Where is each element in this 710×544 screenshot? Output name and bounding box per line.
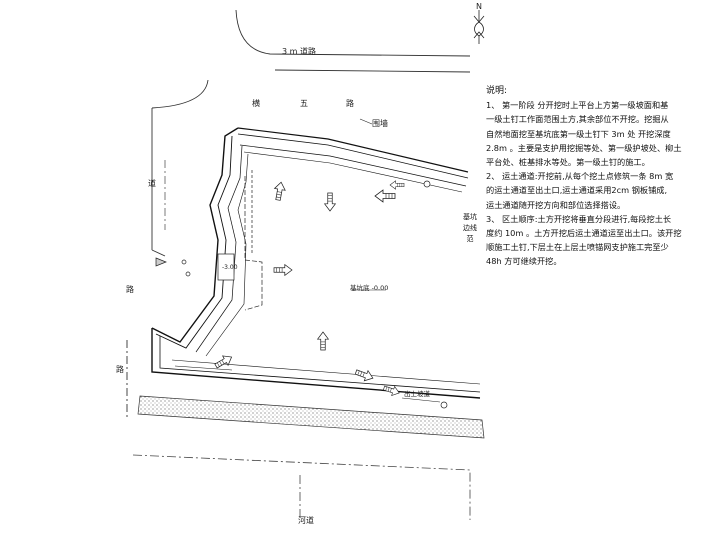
- road-left-label-2: 路: [126, 285, 134, 294]
- side-label-line-1: 基坑: [463, 213, 477, 221]
- pit-bottom-label: 基坑底 -0.00: [350, 284, 389, 292]
- side-label: 基坑 边线 范: [455, 212, 485, 245]
- design-notes: 说明: 1、 第一阶段 分开挖时上平台上方第一级坡面和基 一级土钉工作面范围土方…: [486, 84, 692, 269]
- road-bottom-label: 河道: [298, 516, 314, 525]
- notes-line-12: 48h 方可继续开挖。: [486, 256, 562, 267]
- notes-line-4: 2.8m 。主要是支护用挖掘等处、第一级护坡处、柳土: [486, 142, 682, 153]
- soil-hatch-band: [137, 395, 485, 439]
- road-left-label-3: 路: [116, 365, 124, 374]
- leader-lines: [352, 118, 441, 403]
- north-arrow-icon: [473, 10, 485, 44]
- notes-line-9: 3、 区土顺序:土方开挖将垂直分段进行,每段挖土长: [486, 213, 672, 224]
- road-bottom-dashed: [132, 454, 471, 520]
- road-top-label: 3 m 道路: [282, 47, 316, 56]
- fence-label: 围墙: [372, 119, 388, 128]
- notes-line-6: 2、 运土通道:开挖前,从每个挖土点修筑一条 8m 宽: [486, 171, 674, 182]
- road-left-label-1: 道: [148, 179, 156, 188]
- notes-line-8: 运土通道随开挖方向和部位选择搭设。: [486, 199, 626, 210]
- notes-line-3: 自然地面挖至基坑底第一级土钉下 3m 处 开挖深度: [486, 128, 671, 139]
- ramp-label: 出土坡道: [404, 390, 430, 398]
- notes-line-11: 顺施工土钉,下层土在上层土喷锚网支护施工完至少: [486, 242, 669, 253]
- elevation-left: -3.00: [222, 264, 238, 271]
- road-left: [126, 79, 209, 420]
- notes-line-2: 一级土钉工作面范围土方,其余部位不开挖。挖掘从: [486, 114, 669, 125]
- haul-road-dashed: [217, 170, 263, 311]
- road-top-name-3: 路: [346, 99, 354, 108]
- road-top: [235, 9, 471, 73]
- notes-line-7: 的运土通道至出土口,运土通道采用2cm 钢板铺成,: [486, 185, 668, 196]
- survey-markers: [155, 180, 448, 409]
- notes-line-5: 平台处、桩基排水等处。第一级土钉的施工。: [486, 157, 650, 168]
- notes-line-1: 1、 第一阶段 分开挖时上平台上方第一级坡面和基: [486, 100, 669, 111]
- side-label-line-2: 边线: [463, 224, 477, 232]
- notes-line-10: 度约 10m 。土方开挖后运土通道运至出土口。该开挖: [486, 228, 682, 239]
- road-top-name-2: 五: [300, 99, 308, 108]
- notes-title: 说明:: [486, 86, 508, 96]
- road-top-name-1: 横: [252, 99, 260, 108]
- side-label-line-3: 范: [466, 235, 474, 243]
- pit-boundary: [151, 127, 481, 399]
- north-label: N: [476, 2, 482, 11]
